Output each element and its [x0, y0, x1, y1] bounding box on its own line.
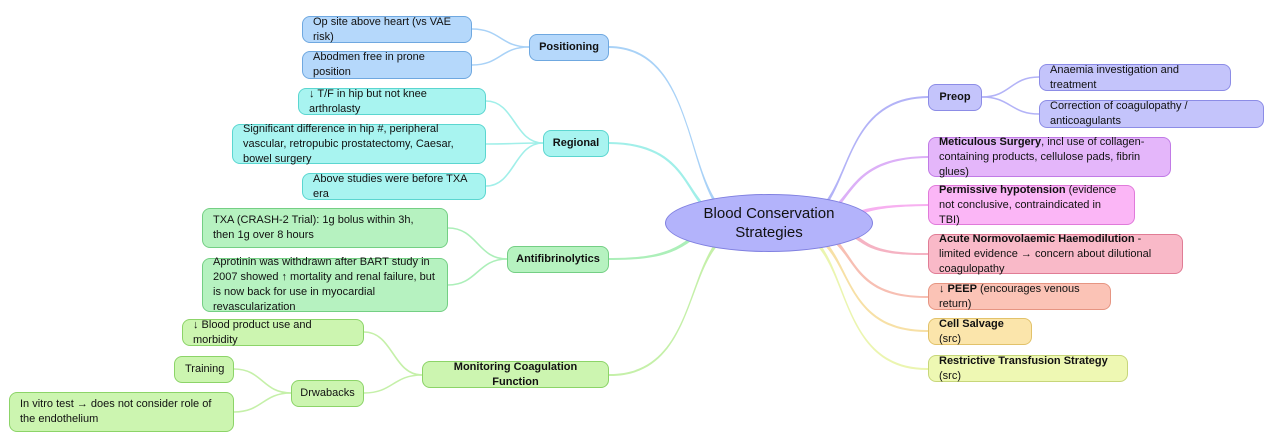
antifibrinolytics-item-2[interactable]: Aprotinin was withdrawn after BART study… — [202, 256, 448, 313]
meticulous-surgery-node[interactable]: Meticulous Surgery, incl use of collagen… — [928, 135, 1171, 180]
restrictive-transfusion-rest: (src) — [939, 369, 961, 382]
restrictive-transfusion-node[interactable]: Restrictive Transfusion Strategy (src) — [928, 355, 1128, 382]
peep-bold: ↓ PEEP — [939, 282, 977, 295]
positioning-label: Positioning — [539, 41, 599, 53]
antifibrinolytics-node[interactable]: Antifibrinolytics — [507, 246, 609, 273]
permissive-hypotension-rest: (evidence not conclusive, contraindicate… — [939, 183, 1117, 226]
link-preop-2 — [981, 96, 1040, 115]
link-monitoring-1 — [363, 331, 423, 376]
positioning-item-2-text: Abodmen free in prone position — [313, 51, 425, 78]
preop-label: Preop — [939, 91, 971, 103]
cell-salvage-rest: (src) — [939, 332, 961, 345]
drawbacks-node[interactable]: Drwabacks — [291, 380, 364, 407]
drawbacks-item-1-text: Training — [185, 363, 225, 375]
regional-item-1-text: ↓ T/F in hip but not knee arthrolasty — [309, 87, 427, 115]
drawbacks-item-2[interactable]: In vitro test → does not consider role o… — [9, 392, 234, 432]
positioning-item-1[interactable]: Op site above heart (vs VAE risk) — [302, 16, 472, 43]
drawbacks-item-2-text: In vitro test → does not consider role o… — [20, 398, 212, 425]
regional-item-3[interactable]: Above studies were before TXA era — [302, 173, 486, 200]
monitoring-node[interactable]: Monitoring Coagulation Function — [422, 361, 609, 388]
anh-rest: - limited evidence → concern about dilut… — [939, 232, 1152, 275]
link-antifib-2 — [447, 258, 508, 286]
regional-item-2-text: Significant difference in hip #, periphe… — [243, 122, 454, 165]
regional-item-1[interactable]: ↓ T/F in hip but not knee arthrolasty — [298, 88, 486, 115]
peep-rest: (encourages venous return) — [939, 282, 1080, 310]
positioning-item-2[interactable]: Abodmen free in prone position — [302, 51, 472, 79]
preop-item-2-text: Correction of coagulopathy / anticoagula… — [1050, 100, 1188, 127]
positioning-node[interactable]: Positioning — [529, 34, 609, 61]
central-topic-line2: Strategies — [735, 224, 803, 241]
cell-salvage-node[interactable]: Cell Salvage (src) — [928, 318, 1032, 345]
positioning-item-1-text: Op site above heart (vs VAE risk) — [313, 15, 451, 43]
central-topic-line1: Blood Conservation — [703, 205, 835, 222]
preop-item-1-text: Anaemia investigation and treatment — [1050, 63, 1180, 91]
antifibrinolytics-item-1-text: TXA (CRASH-2 Trial): 1g bolus within 3h,… — [213, 214, 414, 241]
restrictive-transfusion-text: Restrictive Transfusion Strategy (src) — [939, 354, 1117, 384]
antifibrinolytics-label: Antifibrinolytics — [516, 253, 600, 265]
meticulous-surgery-rest: , incl use of collagen-containing produc… — [939, 135, 1145, 178]
drawbacks-label: Drwabacks — [300, 387, 355, 399]
regional-label: Regional — [552, 137, 600, 149]
link-preop-1 — [981, 76, 1040, 98]
preop-node[interactable]: Preop — [928, 84, 982, 111]
permissive-hypotension-node[interactable]: Permissive hypotension (evidence not con… — [928, 183, 1135, 228]
link-antifib-1 — [447, 227, 508, 260]
link-regional-3 — [485, 142, 544, 187]
link-regional-1 — [485, 100, 544, 144]
meticulous-surgery-bold: Meticulous Surgery — [939, 135, 1042, 148]
anh-text: Acute Normovolaemic Haemodilution - limi… — [939, 232, 1172, 277]
link-drawbacks-2 — [233, 392, 292, 413]
preop-item-2[interactable]: Correction of coagulopathy / anticoagula… — [1039, 100, 1264, 128]
link-drawbacks-1 — [233, 368, 292, 394]
meticulous-surgery-text: Meticulous Surgery, incl use of collagen… — [939, 135, 1160, 180]
anh-bold: Acute Normovolaemic Haemodilution — [939, 232, 1135, 245]
link-positioning-2 — [471, 46, 530, 66]
monitoring-label: Monitoring Coagulation Function — [453, 360, 578, 388]
antifibrinolytics-item-1[interactable]: TXA (CRASH-2 Trial): 1g bolus within 3h,… — [202, 208, 448, 248]
link-drawbacks — [363, 374, 423, 394]
regional-item-3-text: Above studies were before TXA era — [313, 172, 467, 200]
peep-text: ↓ PEEP (encourages venous return) — [939, 282, 1100, 312]
cell-salvage-text: Cell Salvage (src) — [939, 317, 1021, 347]
permissive-hypotension-text: Permissive hypotension (evidence not con… — [939, 183, 1124, 228]
monitoring-item-1-text: ↓ Blood product use and morbidity — [193, 318, 312, 346]
regional-node[interactable]: Regional — [543, 130, 609, 157]
restrictive-transfusion-bold: Restrictive Transfusion Strategy — [939, 354, 1108, 367]
anh-node[interactable]: Acute Normovolaemic Haemodilution - limi… — [928, 232, 1183, 277]
antifibrinolytics-item-2-text: Aprotinin was withdrawn after BART study… — [213, 256, 435, 313]
preop-item-1[interactable]: Anaemia investigation and treatment — [1039, 64, 1231, 91]
cell-salvage-bold: Cell Salvage — [939, 317, 1004, 330]
peep-node[interactable]: ↓ PEEP (encourages venous return) — [928, 283, 1111, 310]
permissive-hypotension-bold: Permissive hypotension — [939, 183, 1066, 196]
monitoring-item-1[interactable]: ↓ Blood product use and morbidity — [182, 319, 364, 346]
drawbacks-item-1[interactable]: Training — [174, 356, 234, 383]
link-positioning-1 — [471, 28, 530, 48]
regional-item-2[interactable]: Significant difference in hip #, periphe… — [232, 122, 486, 165]
